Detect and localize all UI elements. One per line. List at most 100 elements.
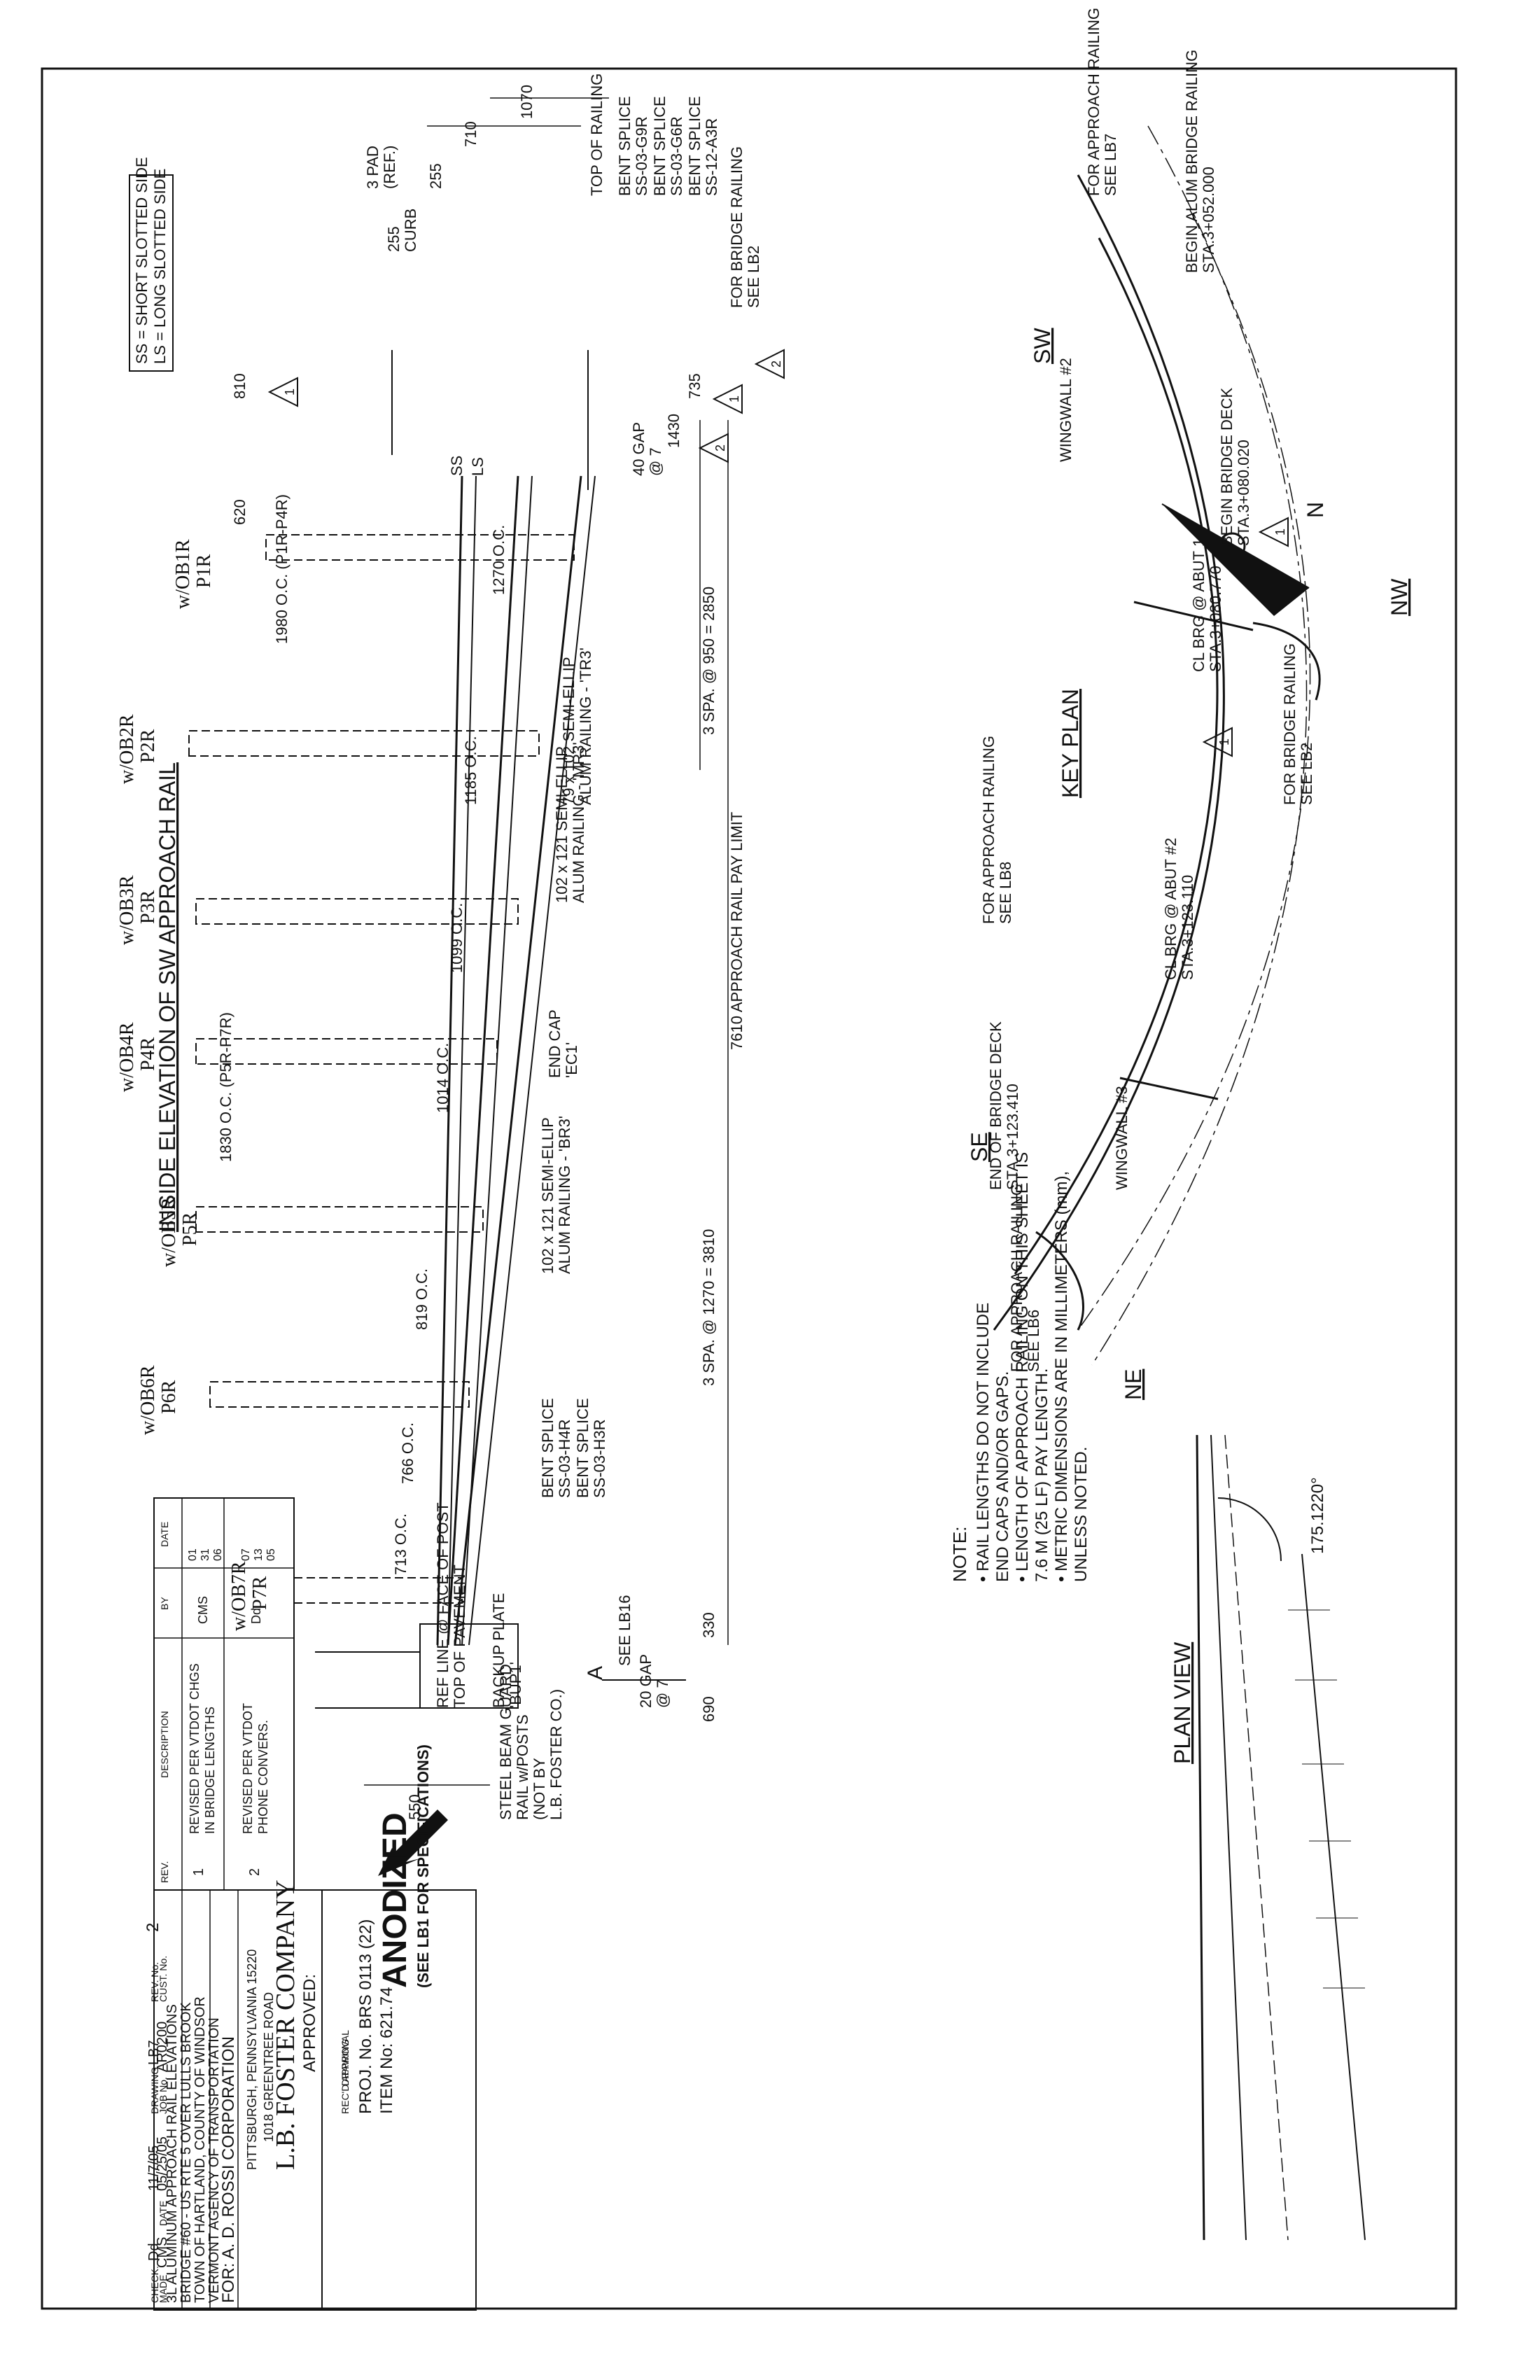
elevation-title: INSIDE ELEVATION OF SW APPROACH RAIL <box>155 762 180 1232</box>
sheet-border <box>41 67 1457 2310</box>
key-plan-centerline <box>1077 209 1311 1331</box>
post-p3r <box>195 898 519 925</box>
anodized-arrow <box>378 1809 448 1876</box>
post-label-p4r: P4R <box>137 1037 159 1071</box>
post-label-p3r: P3R <box>137 890 159 924</box>
plan-angle-arc <box>1217 1497 1282 1562</box>
post-p6r <box>209 1381 470 1408</box>
dim-735: 735 <box>686 373 704 399</box>
gap20-1: 20 GAP <box>637 1654 654 1708</box>
begin-alum-2: STA.3+052.000 <box>1200 167 1217 273</box>
splice4-2: SS-03-H3R <box>591 1420 608 1498</box>
legend-ss: SS = SHORT SLOTTED SIDE <box>133 157 150 364</box>
tb-date-lbl: DATE <box>158 2201 169 2226</box>
rail-top <box>454 475 582 1646</box>
wingwall-nw <box>1252 622 1321 701</box>
end-deck-1: END OF BRIDGE DECK <box>987 1021 1004 1190</box>
tb-l2: TOWN OF HARTLAND, COUNTY OF WINDSOR <box>192 1996 208 2303</box>
key-plan-labels: KEY PLAN NW SW SE NE N BEGIN ALUM BRIDGE… <box>967 8 1412 1400</box>
note-line-1: • RAIL LENGTHS DO NOT INCLUDE <box>974 1303 993 1582</box>
see-lb16: SEE LB16 <box>616 1595 634 1666</box>
post-label-p7r: P7R <box>249 1576 271 1610</box>
tb-l3: BRIDGE #60 - US RTE 5 OVER LULLS BROOK <box>178 2002 194 2303</box>
rev-row2-by: Dd <box>249 1608 263 1624</box>
legend-box <box>129 174 174 372</box>
plan-posts <box>1288 1609 1365 1989</box>
for-bridge-1: FOR BRIDGE RAILING <box>728 146 746 308</box>
rev-row2-num: 2 <box>247 1868 262 1876</box>
rev-mark-keyplan-1: 1 <box>1273 528 1287 536</box>
post-p1r <box>265 534 575 561</box>
label-se: SE <box>967 1132 992 1162</box>
rev-row1-d1: 01 <box>187 1548 199 1561</box>
oc-1185: 1185 O.C. <box>462 736 479 805</box>
post-base-p4r: w/OB4R <box>116 1022 138 1092</box>
for-approach-lb7-2: SEE LB7 <box>1102 134 1119 196</box>
anodized-note: (SEE LB1 FOR SPECIFICATIONS) <box>414 1744 432 1988</box>
post-base-p5r: w/OB5R <box>158 1197 180 1267</box>
tb-company: L.B. FOSTER COMPANY <box>271 1879 300 2170</box>
rail-top-b <box>468 475 596 1646</box>
plan-guard-line <box>1301 1553 1366 2241</box>
dim-710: 710 <box>462 121 479 147</box>
rev-e4: 1 <box>727 396 741 402</box>
rev-hdr-desc: DESCRIPTION <box>159 1711 170 1778</box>
dim-690: 690 <box>700 1696 718 1722</box>
rev-hdr-date: DATE <box>159 1522 170 1547</box>
rev-row2-d1: 07 <box>240 1548 252 1561</box>
post-base-p1r: w/OB1R <box>172 539 194 609</box>
rev-row1-d3: 06 <box>212 1548 224 1561</box>
key-plan-title: KEY PLAN <box>1058 689 1083 798</box>
label-north: N <box>1303 502 1328 518</box>
anodized-block: ANODIZED (SEE LB1 FOR SPECIFICATIONS) <box>377 1744 448 1988</box>
backup-plate-1: BACKUP PLATE <box>490 1593 507 1708</box>
splice2-1: BENT SPLICE <box>651 96 668 196</box>
tb-approved: APPROVED: <box>300 1974 319 2072</box>
wingwall3-label: WINGWALL #3 <box>1113 1086 1130 1190</box>
tb-made-date: 05/25/05 <box>155 2136 170 2191</box>
rev-e3: 2 <box>713 444 727 451</box>
guard-3: (NOT BY <box>531 1758 548 1820</box>
gap20-2: @ 7 <box>654 1679 671 1708</box>
begin-deck-1: BEGIN BRIDGE DECK <box>1218 388 1236 546</box>
rail-br3-1: 102 x 121 SEMI-ELLIP <box>539 1117 556 1274</box>
label-ne: NE <box>1121 1369 1146 1400</box>
tb-l1: VERMONT AGENCY OF TRANSPORTATION <box>206 2017 222 2303</box>
rail-mr3-1: 102 x 121 SEMI-ELLIP <box>553 746 570 903</box>
wingwall-ne <box>1035 1231 1084 1331</box>
rev-row2-desc2: PHONE CONVERS. <box>256 1720 270 1834</box>
splice5-1: BENT SPLICE <box>539 1398 556 1498</box>
for-approach-lb6-2: SEE LB6 <box>1025 1310 1042 1372</box>
for-bridge-2: SEE LB2 <box>745 246 762 308</box>
note-line-2: END CAPS AND/OR GAPS. <box>993 1371 1012 1582</box>
plan-view <box>1196 1434 1366 2241</box>
tb-recd: REC'D APPROVAL <box>340 2030 351 2114</box>
rail-br3-2: ALUM RAILING - 'BR3' <box>556 1116 573 1274</box>
rev-tri-e3 <box>698 433 729 463</box>
rev-hdr-rev: REV. <box>159 1861 170 1883</box>
post-base-p6r: w/OB6R <box>137 1365 159 1435</box>
begin-deck-2: STA.3+080.020 <box>1235 440 1252 546</box>
rotated-content: KEY PLAN NW SW SE NE N BEGIN ALUM BRIDGE… <box>116 8 1412 2311</box>
elevation-view <box>188 97 729 1786</box>
splice3-1: BENT SPLICE <box>616 96 634 196</box>
rev-hdr-by: BY <box>159 1597 170 1610</box>
tb-check: CHECK. <box>149 2266 160 2303</box>
dim-620: 620 <box>231 499 248 525</box>
plan-angle: 175.1220° <box>1308 1477 1327 1554</box>
dim-255: 255 <box>427 163 444 189</box>
gap40-2: @ 7 <box>647 447 664 476</box>
splice5-2: SS-03-H4R <box>556 1420 573 1498</box>
note-line-6: UNLESS NOTED. <box>1072 1447 1091 1582</box>
rev-row2-d3: 05 <box>265 1548 277 1561</box>
gap40-1: 40 GAP <box>630 422 648 476</box>
notes-heading: NOTE: <box>949 1527 970 1582</box>
splice1-1: BENT SPLICE <box>686 96 704 196</box>
rev-mark-keyplan-2: 1 <box>1217 738 1231 746</box>
rail-tr3-1: 79 x 102 SEMI-ELLIP <box>560 657 578 805</box>
end-cap-1: END CAP <box>546 1009 564 1078</box>
post-p4r <box>195 1038 498 1065</box>
key-plan <box>993 125 1321 1366</box>
for-approach-lb6-1: FOR APPROACH RAILING <box>1008 1184 1026 1372</box>
